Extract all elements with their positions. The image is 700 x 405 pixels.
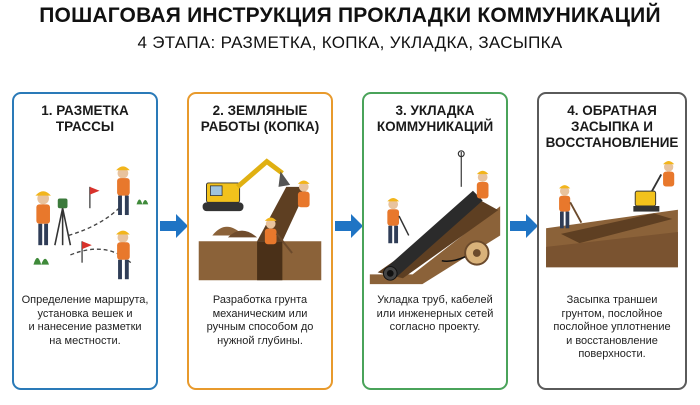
step-desc-line: нужной глубины. bbox=[217, 334, 303, 347]
step-description: Разработка грунта механическим или ручны… bbox=[193, 294, 327, 348]
excavator-icon bbox=[202, 158, 291, 212]
step-description: Определение маршрута, установка вешек и … bbox=[18, 294, 152, 348]
pipe-icon bbox=[382, 190, 483, 281]
step-desc-line: механическим или bbox=[212, 307, 308, 320]
step-desc-line: Определение маршрута, bbox=[21, 294, 149, 306]
step-title-line: 3. УКЛАДКА bbox=[395, 103, 475, 118]
arrow-right-icon bbox=[335, 214, 363, 238]
page-title: ПОШАГОВАЯ ИНСТРУКЦИЯ ПРОКЛАДКИ КОММУНИКА… bbox=[39, 4, 661, 27]
step-title-line: 2. ЗЕМЛЯНЫЕ bbox=[212, 103, 308, 118]
page-subtitle: 4 ЭТАПА: РАЗМЕТКА, КОПКА, УКЛАДКА, ЗАСЫП… bbox=[137, 33, 563, 52]
step-desc-line: послойное уплотнение bbox=[553, 321, 671, 333]
arrow-right-icon bbox=[510, 214, 538, 238]
step-title-line: 4. ОБРАТНАЯ bbox=[567, 103, 657, 118]
step-desc-line: поверхности. bbox=[578, 348, 646, 360]
backfill-scene bbox=[546, 160, 678, 268]
step-title-line: 1. РАЗМЕТКА bbox=[41, 103, 129, 118]
step-title-line: КОММУНИКАЦИЙ bbox=[376, 119, 494, 134]
step-title-line: ТРАССЫ bbox=[55, 119, 115, 134]
flag-icon bbox=[81, 186, 100, 263]
step-title: 4. ОБРАТНАЯ ЗАСЫПКА И ВОССТАНОВЛЕНИЕ bbox=[539, 103, 685, 151]
step-desc-line: Укладка труб, кабелей bbox=[377, 294, 493, 306]
step-desc-line: или инженерных сетей bbox=[376, 307, 494, 320]
shovel-icon bbox=[264, 217, 293, 254]
step-card-4: 4. ОБРАТНАЯ ЗАСЫПКА И ВОССТАНОВЛЕНИЕ Зас… bbox=[537, 92, 687, 390]
pipe-laying-scene bbox=[369, 150, 501, 285]
step-description: Засыпка траншеи грунтом, послойное посло… bbox=[543, 294, 681, 362]
step-card-3: 3. УКЛАДКА КОММУНИКАЦИЙ Укла bbox=[362, 92, 508, 390]
step-desc-line: и восстановление bbox=[566, 334, 658, 347]
step-desc-line: на местности. bbox=[49, 334, 121, 347]
step-desc-line: и нанесение разметки bbox=[28, 321, 142, 333]
step-desc-line: Разработка грунта bbox=[212, 294, 308, 306]
step-desc-line: Засыпка траншеи bbox=[566, 294, 658, 306]
step-card-1: 1. РАЗМЕТКА ТРАССЫ Опред bbox=[12, 92, 158, 390]
step-title-line: РАБОТЫ (КОПКА) bbox=[200, 119, 320, 134]
step-title-line: ЗАСЫПКА И bbox=[571, 119, 653, 134]
step-card-2: 2. ЗЕМЛЯНЫЕ РАБОТЫ (КОПКА) Разработка bbox=[187, 92, 333, 390]
step-title: 1. РАЗМЕТКА ТРАССЫ bbox=[14, 103, 156, 135]
trench-scene bbox=[198, 158, 322, 281]
step-desc-line: согласно проекту. bbox=[389, 321, 481, 333]
arrow-right-icon bbox=[160, 214, 188, 238]
step-title-line: ВОССТАНОВЛЕНИЕ bbox=[545, 135, 679, 150]
step-title: 3. УКЛАДКА КОММУНИКАЦИЙ bbox=[364, 103, 506, 135]
surveyor-icon bbox=[33, 166, 149, 280]
step-desc-line: грунтом, послойное bbox=[561, 307, 663, 320]
step-description: Укладка труб, кабелей или инженерных сет… bbox=[368, 294, 502, 335]
step-desc-line: ручным способом до bbox=[206, 321, 314, 333]
cable-reel-icon bbox=[441, 240, 490, 266]
step-title: 2. ЗЕМЛЯНЫЕ РАБОТЫ (КОПКА) bbox=[189, 103, 331, 135]
step-desc-line: установка вешек и bbox=[37, 307, 133, 320]
compactor-icon bbox=[633, 173, 663, 212]
